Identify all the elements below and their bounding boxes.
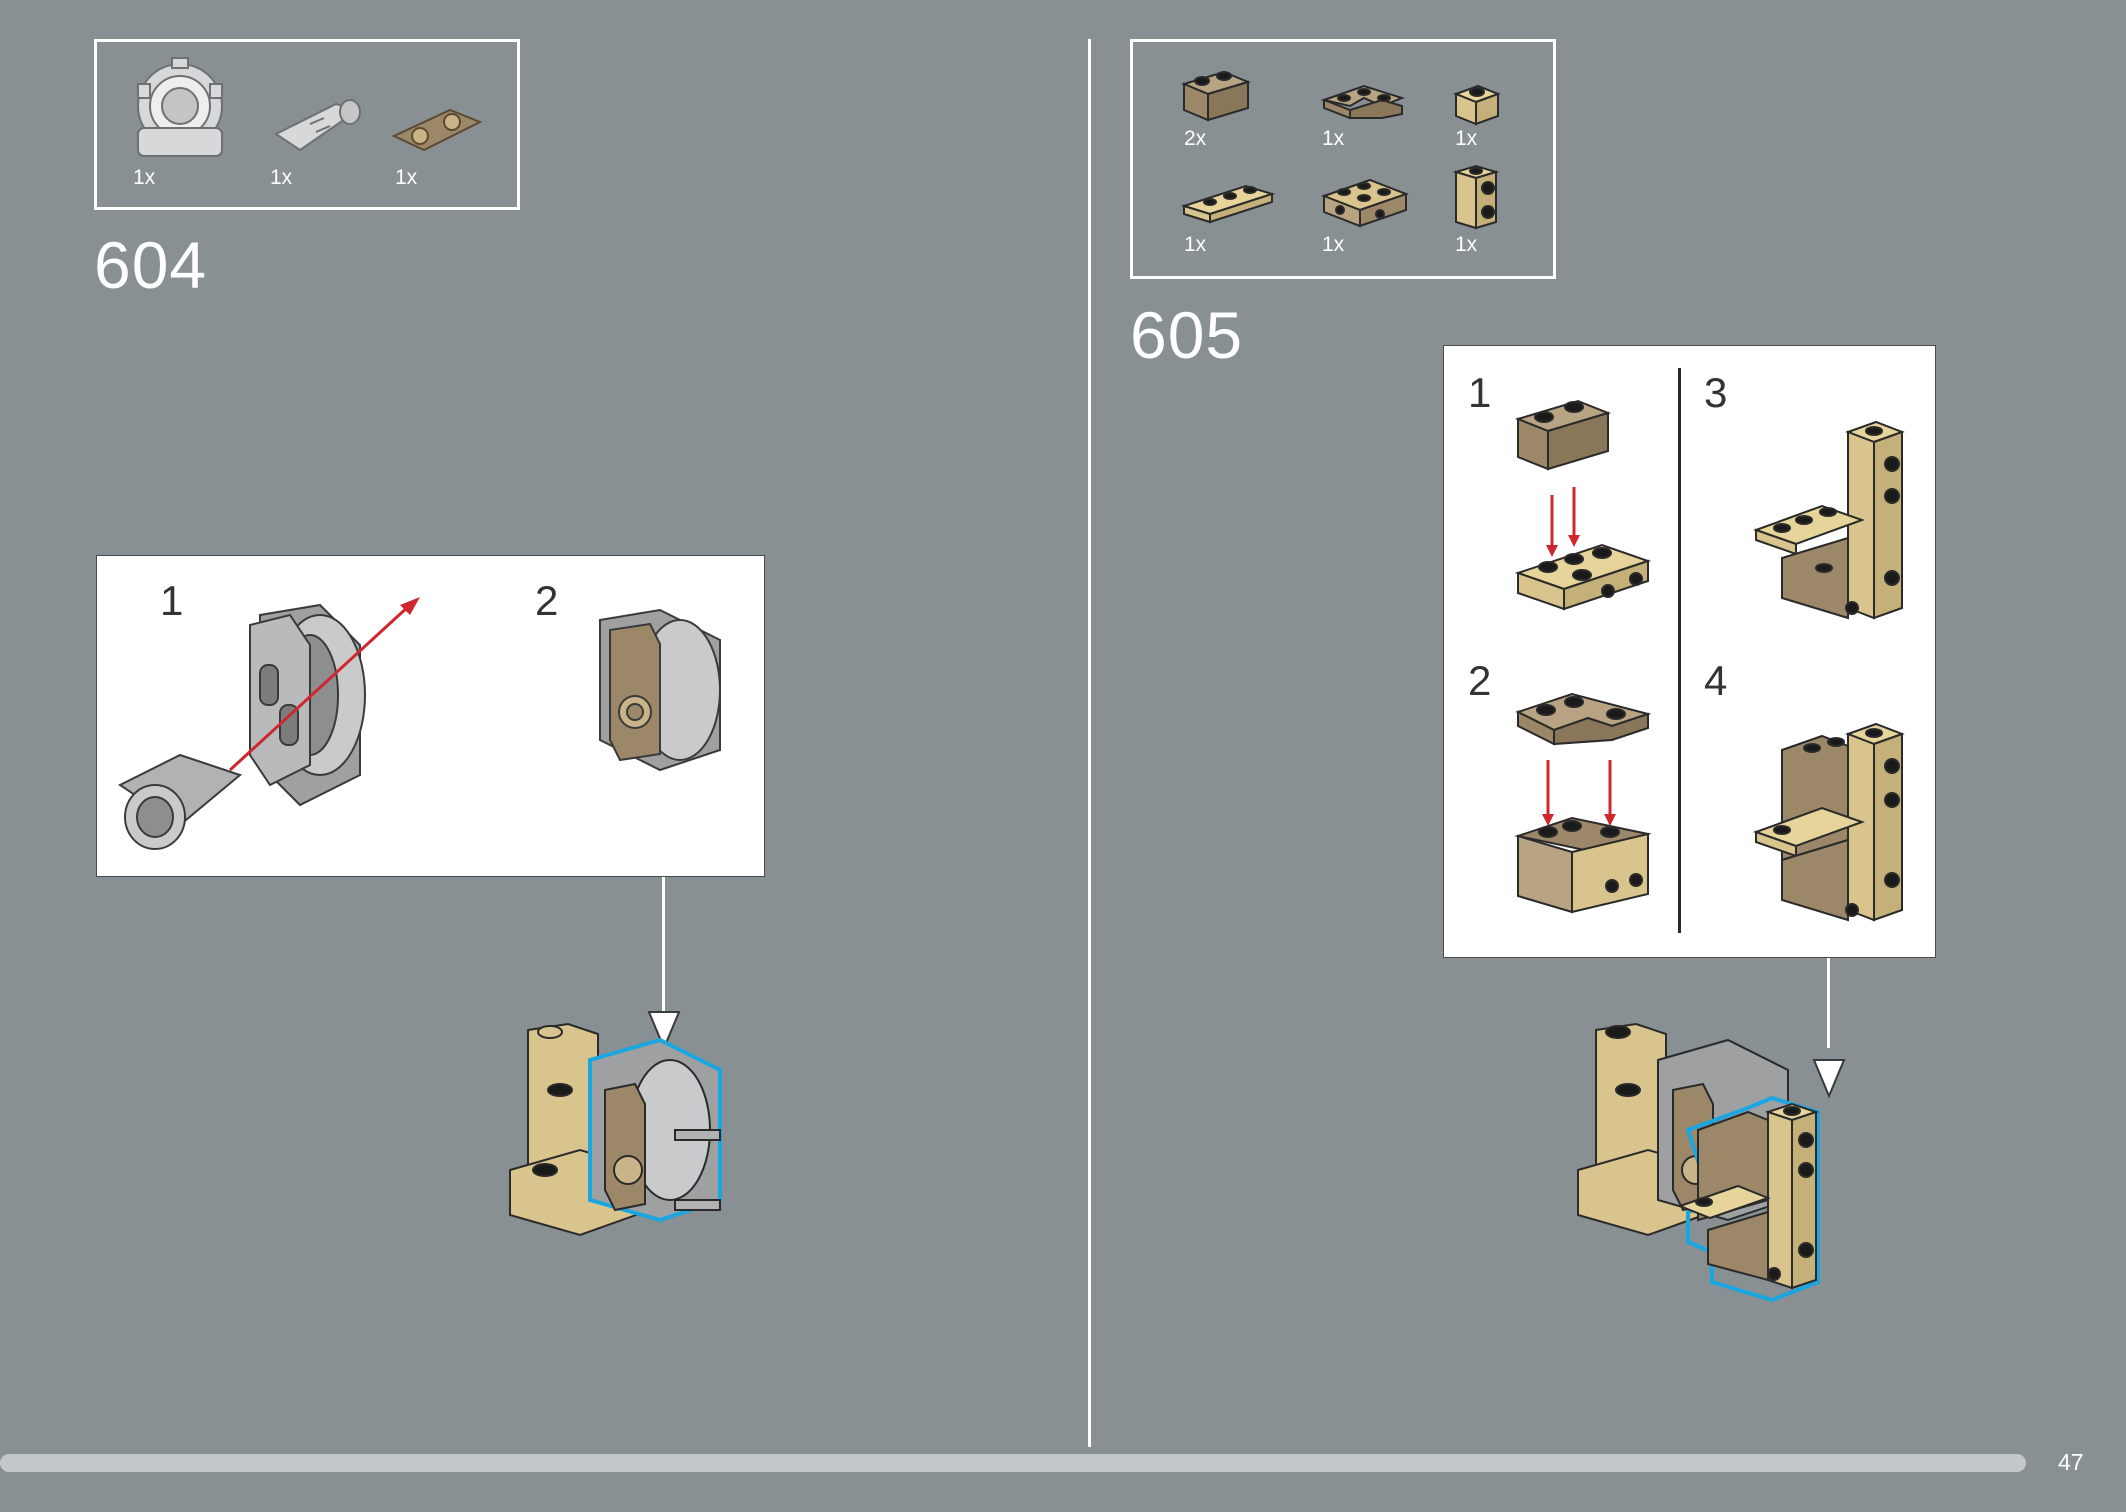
substep-divider — [1678, 368, 1681, 933]
parts-callout-604 — [94, 39, 520, 210]
part-qty: 1x — [133, 166, 156, 189]
connector-line — [1827, 958, 1830, 1048]
brick-1x2-icon — [1181, 70, 1251, 122]
step-number: 604 — [94, 228, 208, 302]
part-qty: 1x — [1455, 233, 1478, 256]
model-step-605 — [1577, 1022, 1820, 1303]
brick-1x1-side-studs-icon — [1452, 164, 1500, 230]
step-number: 605 — [1130, 298, 1244, 372]
corner-plate-icon — [1320, 84, 1405, 120]
axle-pin-icon — [274, 99, 361, 152]
plate-1x3-icon — [1180, 184, 1276, 224]
progress-bar — [0, 1454, 2026, 1472]
gear-connector-icon — [137, 57, 223, 157]
pin-connector-icon — [391, 108, 483, 152]
page-number: 47 — [2058, 1449, 2084, 1475]
arrow-down-icon — [647, 1011, 681, 1051]
substep-3-illustration — [1753, 420, 1905, 620]
part-qty: 1x — [395, 166, 418, 189]
part-qty: 2x — [1184, 127, 1207, 150]
substep-number: 1 — [160, 577, 184, 624]
brick-1x1-icon — [1453, 84, 1501, 126]
substep-number: 2 — [1468, 657, 1492, 704]
substep-number: 3 — [1704, 369, 1728, 416]
gear-assembly-complete-illustration — [599, 608, 721, 772]
substep-4-illustration — [1753, 722, 1905, 922]
substep-1-illustration — [1514, 399, 1652, 611]
gear-assembly-illustration — [118, 597, 420, 850]
plate-2x3-studs-icon — [1321, 178, 1409, 228]
substep-number: 1 — [1468, 369, 1492, 416]
part-qty: 1x — [1322, 127, 1345, 150]
substep-number: 4 — [1704, 657, 1728, 704]
substep-number: 2 — [535, 577, 559, 624]
part-qty: 1x — [1322, 233, 1345, 256]
model-step-604 — [509, 1022, 722, 1237]
connector-line — [662, 877, 665, 1047]
arrow-down-icon — [1812, 1059, 1846, 1099]
part-qty: 1x — [270, 166, 293, 189]
substep-2-illustration — [1514, 692, 1652, 914]
part-qty: 1x — [1184, 233, 1207, 256]
parts-callout-605 — [1130, 39, 1556, 279]
page-divider — [1088, 39, 1091, 1447]
part-qty: 1x — [1455, 127, 1478, 150]
